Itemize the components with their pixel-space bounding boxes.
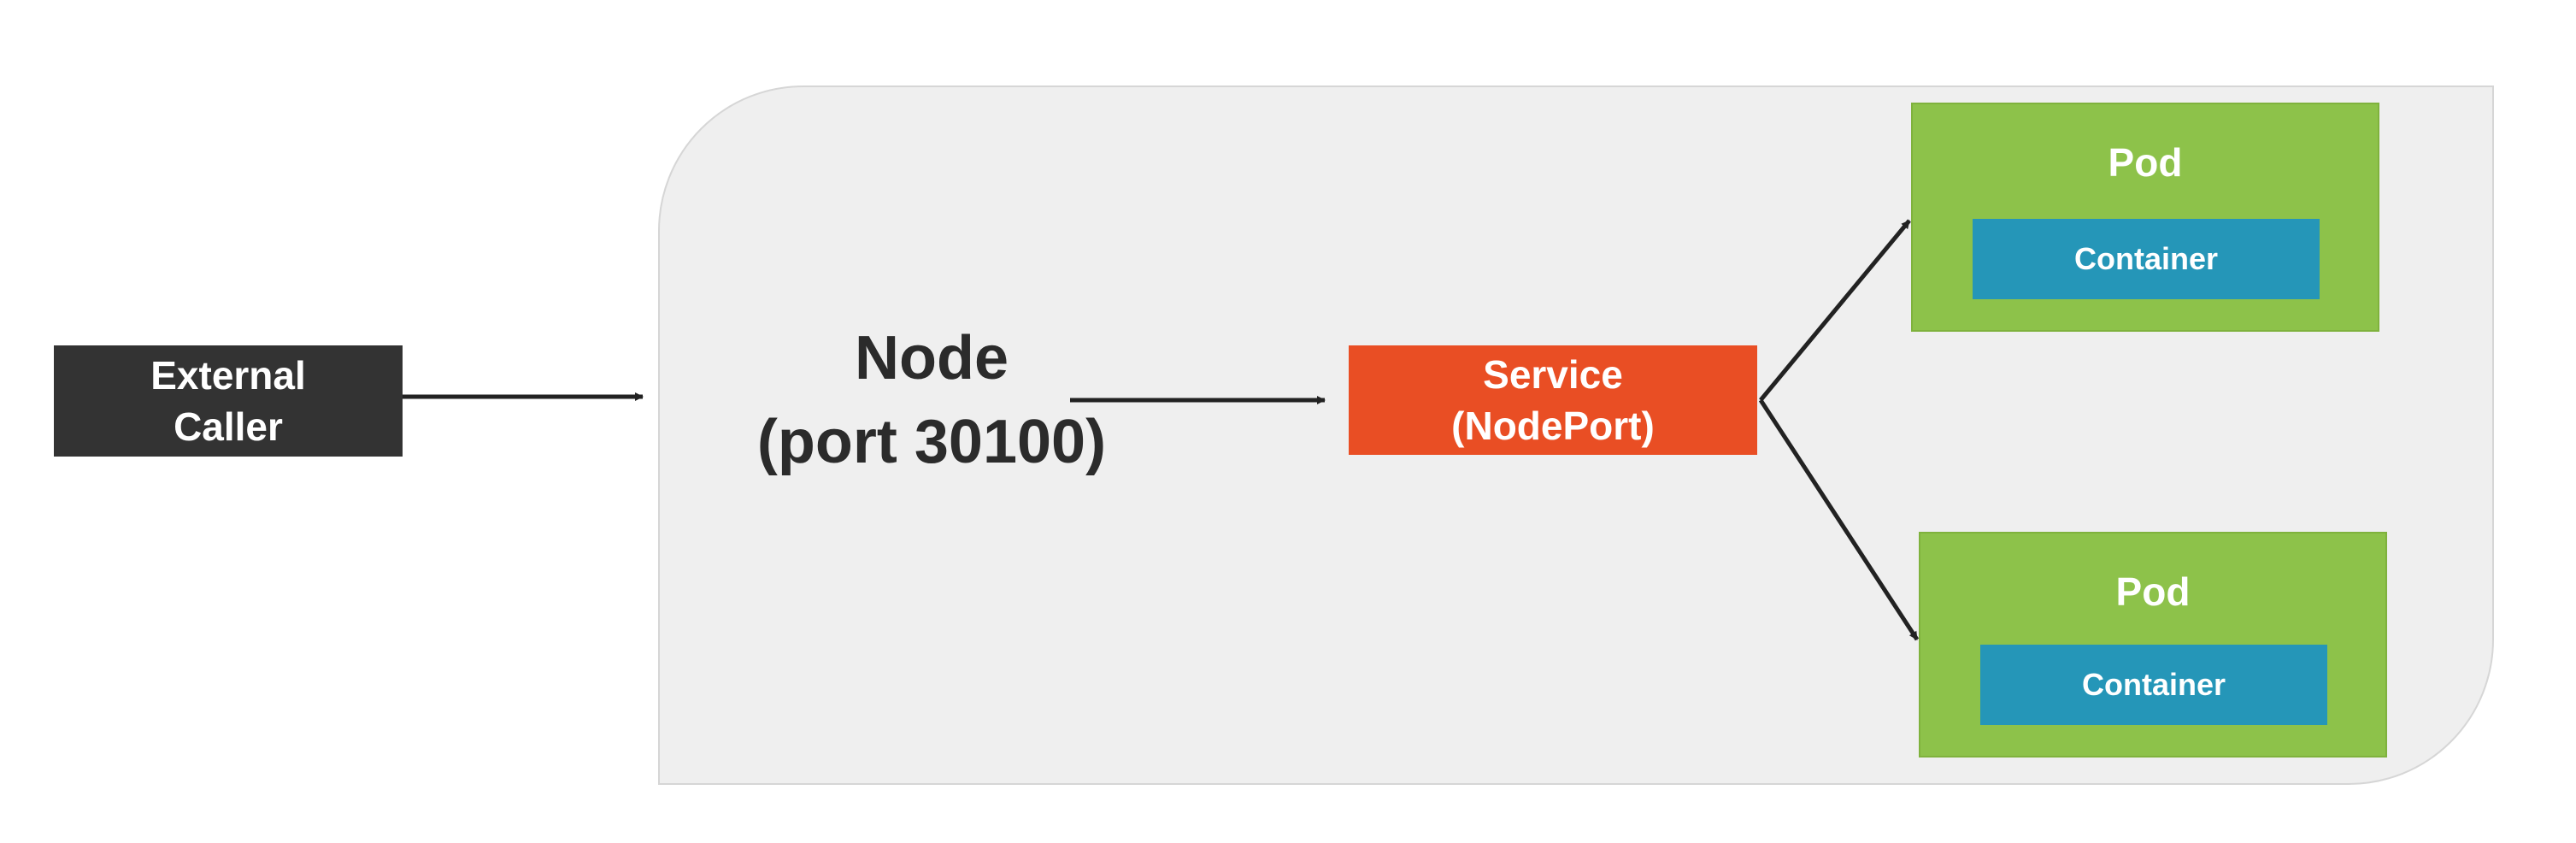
pod-box: Pod Container — [1919, 532, 2387, 758]
external-caller-label-line1: External — [150, 353, 306, 398]
container-box: Container — [1980, 645, 2327, 725]
service-box: Service (NodePort) — [1349, 345, 1757, 455]
arrow-service-to-pod-2 — [1758, 398, 1920, 641]
container-label: Container — [2073, 241, 2218, 276]
service-label-line2: (NodePort) — [1451, 404, 1655, 448]
pod-title: Pod — [2115, 569, 2191, 614]
node-label-line1: Node — [855, 324, 1009, 392]
pod-title: Pod — [2108, 140, 2183, 185]
external-caller-box: External Caller — [54, 345, 403, 457]
node-label: Node (port 30100) — [709, 316, 1154, 487]
container-box: Container — [1973, 219, 2320, 299]
container-label: Container — [2081, 667, 2226, 702]
service-label-line1: Service — [1483, 352, 1623, 397]
pod-box: Pod Container — [1911, 103, 2379, 332]
external-caller-label-line2: Caller — [173, 404, 283, 449]
node-label-line2: (port 30100) — [756, 408, 1107, 476]
arrow-service-to-pod-1 — [1759, 219, 1911, 402]
